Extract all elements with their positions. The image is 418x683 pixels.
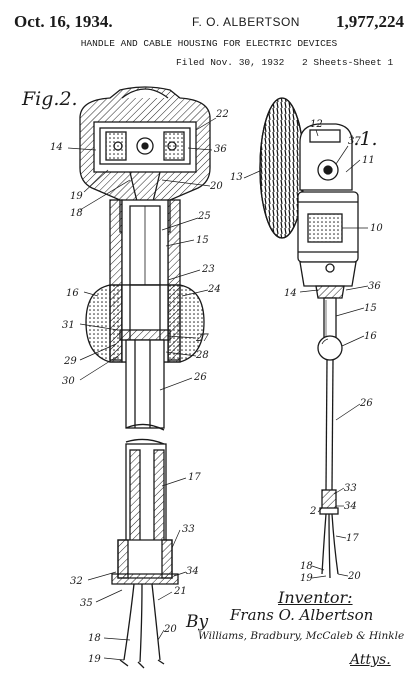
fig2-callouts [67, 117, 217, 661]
fig1-num: 13 [230, 172, 243, 183]
fig1-num: 18 [300, 561, 313, 572]
inventor-name: Frans O. Albertson [230, 606, 374, 624]
fig2-num: 35 [80, 598, 93, 609]
fig2-numerals: 14 22 36 19 18 20 25 15 23 16 24 31 27 2… [50, 109, 229, 665]
fig1-num: 20 [347, 571, 361, 582]
fig2-num: 22 [215, 109, 229, 120]
fig2-num: 20 [209, 181, 223, 192]
fig1-num: 12 [310, 119, 323, 130]
fig2-num: 34 [186, 566, 199, 577]
fig2-num: 18 [70, 208, 83, 219]
fig2-num: 33 [182, 524, 195, 535]
inventor-label: Inventor: [278, 588, 353, 607]
fig1-drawing [259, 97, 359, 579]
fig2-num: 20 [163, 624, 177, 635]
fig2-num: 19 [88, 654, 101, 665]
patent-date: Oct. 16, 1934. [14, 12, 113, 31]
fig2-num: 31 [62, 320, 75, 331]
sheet-count: 2 Sheets-Sheet 1 [302, 57, 394, 68]
by-label: By [186, 612, 209, 632]
fig2-num: 32 [70, 576, 83, 587]
patent-title: HANDLE AND CABLE HOUSING FOR ELECTRIC DE… [80, 38, 338, 49]
fig2-num: 17 [188, 472, 201, 483]
fig1-numerals: 12 37 11 13 10 14 36 15 16 26 33 34 2 17… [230, 119, 383, 584]
fig2-num: 28 [195, 350, 209, 361]
fig1-num: 15 [364, 303, 377, 314]
fig1-num: 10 [370, 223, 383, 234]
fig1-callouts [243, 129, 369, 579]
patent-header: Oct. 16, 1934. F. O. ALBERTSON 1,977,224 [14, 12, 404, 32]
fig1-num: 19 [300, 573, 313, 584]
fig2-label: Fig.2. [22, 88, 78, 110]
fig2-num: 15 [196, 235, 209, 246]
fig2-num: 23 [201, 264, 215, 275]
fig2-drawing [79, 86, 211, 669]
fig1-num: 34 [344, 501, 357, 512]
fig2-num: 29 [63, 356, 77, 367]
fig2-num: 19 [70, 191, 83, 202]
fig1-num: 36 [368, 281, 381, 292]
fig2-num: 18 [88, 633, 101, 644]
attys-label: Attys. [350, 652, 391, 668]
fig1-num: 11 [362, 155, 375, 166]
fig1-num: 26 [359, 398, 373, 409]
fig2-num: 36 [214, 144, 227, 155]
fig2-num: 21 [173, 586, 187, 597]
fig2-num: 16 [66, 288, 79, 299]
filed-date: Filed Nov. 30, 1932 [176, 57, 285, 68]
inventor-header: F. O. ALBERTSON [192, 15, 300, 29]
attorneys-signature: Williams, Bradbury, McCaleb & Hinkle [198, 630, 405, 642]
fig2-num: 27 [195, 333, 209, 344]
fig2-num: 30 [62, 376, 75, 387]
patent-number: 1,977,224 [336, 12, 404, 31]
fig2-num: 14 [50, 142, 63, 153]
fig1-num: 33 [344, 483, 357, 494]
fig2-num: 24 [207, 284, 221, 295]
fig1-num: 37 [348, 136, 361, 147]
fig1-num: 2 [309, 506, 316, 517]
fig1-num: 14 [284, 288, 297, 299]
fig2-num: 26 [193, 372, 207, 383]
fig2-num: 25 [197, 211, 211, 222]
fig1-num: 16 [364, 331, 377, 342]
fig1-num: 17 [346, 533, 359, 544]
